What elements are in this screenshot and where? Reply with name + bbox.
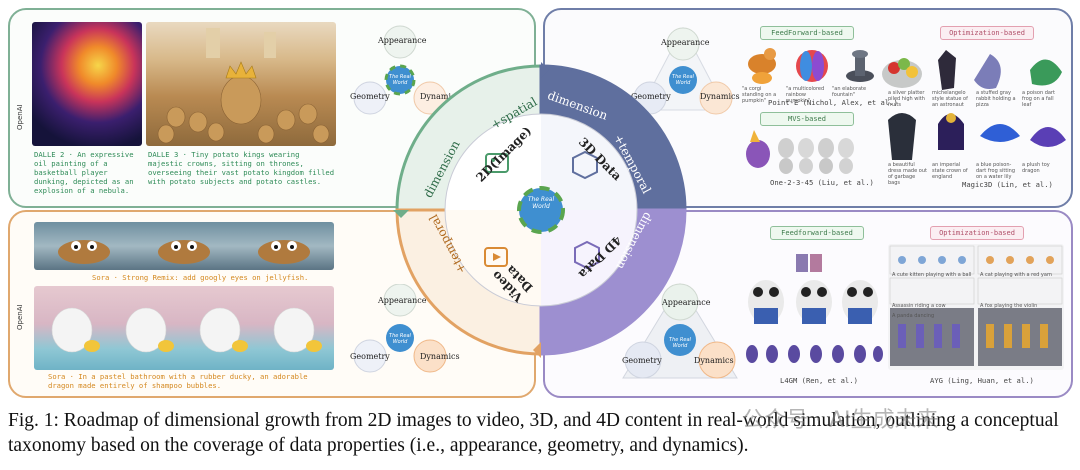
magic-prompt-3: a poison dart frog on a fall leaf [1022,90,1055,108]
pointe-prompt-0: "a corgi standing on a pumpkin" [742,86,777,104]
tri-2d-dynamics: Dynamics [420,92,460,101]
tri-4d-center: The Real World [669,337,691,349]
watermark: 公众号 · AI生成未来 [742,408,939,433]
tri-2d-appearance: Appearance [378,36,427,45]
pointe-objects [748,48,874,84]
tri-3d-dynamics: Dynamics [700,92,740,101]
roadmap-wheel [393,62,687,358]
tri-3d-center: The Real World [672,74,694,86]
tag-optimization-4d: Optimization-based [930,226,1024,240]
l4gm-reference: L4GM (Ren, et al.) [780,376,858,385]
magic-prompt-4: a beautiful dress made out of garbage ba… [888,162,927,186]
sora-jellyfish-caption: Sora · Strong Remix: add googly eyes on … [92,273,309,282]
tri-4d-dynamics: Dynamics [694,356,734,365]
tri-2d-geometry: Geometry [350,92,390,101]
tag-feedforward-4d: Feedforward-based [770,226,864,240]
globe-label: The Real World [527,196,555,210]
magic-prompt-0: a silver platter piled high with fruits [888,90,925,108]
dalle2-caption: DALLE 2 · An expressive oil painting of … [34,150,134,195]
tag-optimization-3d: Optimization-based [940,26,1034,40]
tri-video-appearance: Appearance [378,296,427,305]
ayg-prompt-3: A fox playing the violin [980,303,1038,309]
property-triangle-4d [622,283,738,379]
tri-3d-geometry: Geometry [631,92,671,101]
magic-prompt-7: a plush toy dragon [1022,162,1050,174]
magic-prompt-6: a blue poison-dart frog sitting on a wat… [976,162,1016,180]
magic-prompt-5: an imperial state crown of england [932,162,968,180]
dalle2-image [32,22,142,146]
ayg-reference: AYG (Ling, Huan, et al.) [930,376,1034,385]
property-triangle-video [353,284,447,373]
openai-logo-label: OpenAI [16,104,24,130]
magic3d-objects [882,50,1066,160]
tri-video-geometry: Geometry [350,352,390,361]
ayg-prompt-4: A panda dancing [892,313,935,319]
magic-prompt-2: a stuffed gray rabbit holding a pizza [976,90,1016,108]
tri-3d-appearance: Appearance [661,38,710,47]
pointe-prompt-2: "an elaborate fountain" [832,86,867,98]
dalle3-image [146,22,336,146]
one2345-reference: One-2-3-45 (Liu, et al.) [770,178,874,187]
sora-dragon-frames [34,286,334,370]
openai-logo-label-2: OpenAI [16,304,24,330]
tri-video-center: The Real World [389,333,411,345]
tri-2d-center: The Real World [389,74,411,86]
tri-video-dynamics: Dynamics [420,352,460,361]
pointe-prompt-1: "a multicolored rainbow pumpkin" [786,86,825,104]
tag-mvs-3d: MVS-based [760,112,854,126]
property-triangle-2d [353,25,447,115]
figure-caption: Fig. 1: Roadmap of dimensional growth fr… [8,410,1059,456]
tag-feedforward-3d: FeedForward-based [760,26,854,40]
sora-dragon-caption: Sora · In a pastel bathroom with a rubbe… [48,372,308,390]
magic3d-reference: Magic3D (Lin, et al.) [962,180,1053,189]
mvs-objects [746,130,854,174]
ayg-prompt-1: A cat playing with a red yarn [980,272,1053,278]
tri-4d-geometry: Geometry [622,356,662,365]
dalle3-caption: DALLE 3 · Tiny potato kings wearing maje… [148,150,335,186]
ayg-grid [888,244,1064,370]
l4gm-pandas [746,254,883,363]
ayg-prompt-0: A cute kitten playing with a ball [892,272,972,278]
pointe-reference: Point-E (Nichol, Alex, et al.) [768,98,898,107]
sora-jellyfish-frames [34,222,334,270]
ayg-prompt-2: Assassin riding a cow [892,303,946,309]
property-triangle-3d [633,26,733,115]
magic-prompt-1: michelangelo style statue of an astronau… [932,90,968,108]
tri-4d-appearance: Appearance [662,298,711,307]
